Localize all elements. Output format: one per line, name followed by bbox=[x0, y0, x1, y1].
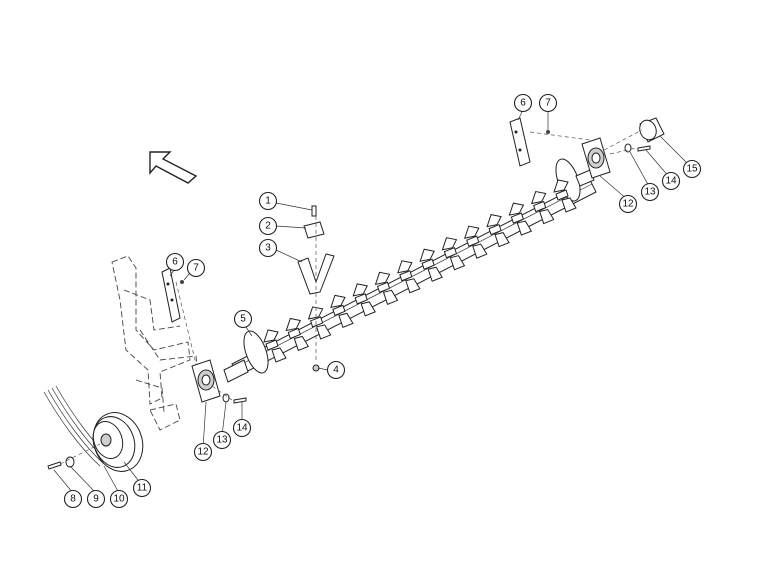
right-bracket bbox=[509, 117, 550, 167]
callout-label: 12 bbox=[197, 447, 209, 458]
callout-15: 15 bbox=[682, 159, 702, 179]
rotor-blade bbox=[293, 335, 310, 352]
blade-mount-tab bbox=[309, 316, 324, 328]
rotor-blade bbox=[516, 220, 533, 236]
rotor-blade bbox=[464, 225, 480, 239]
callout-5: 5 bbox=[233, 309, 253, 329]
callout-11: 11 bbox=[132, 478, 152, 498]
rotor-blade bbox=[486, 214, 502, 228]
rotor-blade bbox=[530, 190, 547, 205]
callout-label: 6 bbox=[172, 257, 178, 268]
callout-14-right: 14 bbox=[661, 171, 681, 191]
right-bearing bbox=[581, 137, 651, 179]
pulley-bolt bbox=[47, 456, 75, 470]
callout-6-left: 6 bbox=[165, 252, 185, 272]
rotor-blade bbox=[271, 347, 287, 363]
blade-mount-tab bbox=[466, 235, 480, 247]
callout-label: 9 bbox=[93, 494, 99, 505]
callout-9: 9 bbox=[86, 489, 106, 509]
callout-leaders bbox=[53, 107, 691, 494]
callout-8: 8 bbox=[63, 489, 83, 509]
callout-12-left: 12 bbox=[193, 442, 213, 462]
blade-mount-tab bbox=[488, 223, 502, 236]
blade-mount-tab bbox=[354, 293, 368, 305]
blade-mount-tab bbox=[443, 247, 458, 259]
blade-mount-tab bbox=[265, 339, 279, 351]
callout-label: 12 bbox=[622, 199, 634, 210]
rotor-blade bbox=[397, 260, 413, 274]
rotor-blade bbox=[285, 317, 302, 332]
assembly-lines bbox=[59, 129, 643, 465]
blade-mount-parts bbox=[297, 205, 335, 295]
rotor-blade bbox=[263, 329, 279, 343]
rotor-blade bbox=[419, 248, 435, 262]
callout-14-left: 14 bbox=[232, 418, 252, 438]
rotor-blade bbox=[508, 202, 525, 216]
rotor-blade bbox=[374, 271, 391, 285]
blade-mount-tab bbox=[287, 327, 301, 340]
callout-7-left: 7 bbox=[186, 258, 206, 278]
rotor-blade bbox=[352, 283, 368, 297]
callout-label: 7 bbox=[193, 263, 199, 274]
callout-2: 2 bbox=[258, 216, 278, 236]
callout-label: 3 bbox=[265, 243, 271, 254]
callout-13-right: 13 bbox=[640, 182, 660, 202]
callout-label: 10 bbox=[113, 494, 125, 505]
left-bracket bbox=[161, 267, 184, 323]
rotor-blade bbox=[360, 301, 376, 317]
rotor-blade bbox=[382, 289, 399, 305]
callout-label: 14 bbox=[665, 176, 677, 187]
callout-label: 8 bbox=[70, 494, 76, 505]
callout-12-right: 12 bbox=[618, 194, 638, 214]
callout-6-right: 6 bbox=[513, 93, 533, 113]
callout-label: 14 bbox=[236, 423, 248, 434]
rotor-blade bbox=[315, 324, 332, 340]
rotor-blade bbox=[494, 232, 510, 248]
blade-mount-tab bbox=[555, 189, 569, 201]
rotor-blades bbox=[263, 179, 577, 363]
callout-4: 4 bbox=[326, 360, 346, 380]
rotor-blade bbox=[449, 255, 466, 271]
callout-7-right: 7 bbox=[538, 93, 558, 113]
blade-mount-tab bbox=[376, 281, 391, 293]
callout-label: 13 bbox=[216, 435, 228, 446]
rotor-blade bbox=[561, 197, 577, 213]
left-bearing bbox=[191, 359, 247, 404]
direction-arrow-icon bbox=[149, 151, 198, 184]
callout-label: 7 bbox=[545, 98, 551, 109]
callout-label: 13 bbox=[644, 187, 656, 198]
callout-1: 1 bbox=[258, 191, 278, 211]
rotor-blade bbox=[553, 179, 569, 193]
callout-label: 5 bbox=[240, 314, 246, 325]
blade-mount-tab bbox=[332, 304, 346, 317]
rotor-blade bbox=[472, 243, 488, 259]
callout-3: 3 bbox=[258, 238, 278, 258]
machine-frame bbox=[111, 255, 199, 431]
rotor-blade bbox=[427, 266, 443, 282]
rotor-blade bbox=[405, 278, 421, 294]
callout-13-left: 13 bbox=[212, 430, 232, 450]
blade-mount-tab bbox=[533, 200, 547, 213]
callout-label: 11 bbox=[137, 483, 148, 494]
rotor-blade bbox=[539, 208, 555, 225]
blade-mount-tab bbox=[510, 212, 525, 224]
blade-mount-tab bbox=[421, 258, 435, 270]
blade-mount-tab bbox=[399, 270, 413, 282]
rotor-blade bbox=[330, 294, 346, 309]
rotor-blade bbox=[307, 306, 324, 320]
end-cap bbox=[639, 117, 665, 143]
rotor-blade bbox=[441, 237, 458, 251]
callout-label: 1 bbox=[265, 196, 271, 207]
pulley bbox=[92, 412, 144, 472]
rotor-blade bbox=[338, 312, 354, 329]
callout-label: 4 bbox=[333, 365, 339, 376]
callout-label: 15 bbox=[686, 164, 698, 175]
callout-label: 2 bbox=[265, 221, 271, 232]
callout-label: 6 bbox=[520, 98, 526, 109]
callout-10: 10 bbox=[109, 489, 129, 509]
